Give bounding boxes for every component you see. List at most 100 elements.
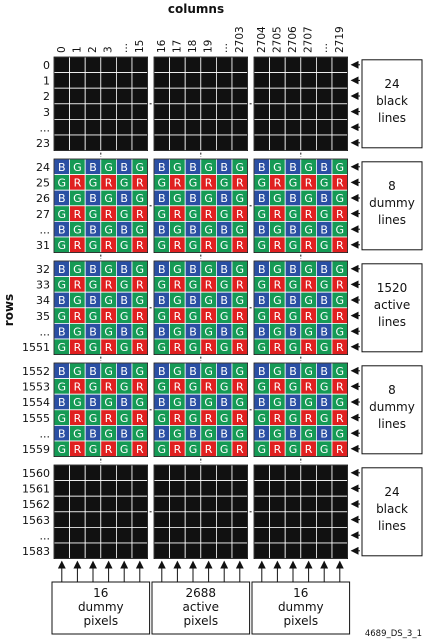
pixel-letter: R	[74, 310, 82, 323]
black-pixel	[300, 56, 317, 74]
pixel-letter: R	[74, 341, 82, 354]
black-pixel	[269, 464, 286, 482]
black-pixel	[300, 511, 317, 528]
pixel-letter: R	[74, 208, 82, 221]
pixel-letter: G	[58, 310, 67, 323]
pixel-letter: R	[136, 381, 144, 394]
black-pixel	[100, 527, 117, 544]
black-pixel	[315, 527, 333, 544]
column-label: ...	[118, 43, 130, 53]
black-pixel	[200, 480, 217, 497]
pixel-letter: G	[136, 223, 145, 236]
pixel-letter: G	[304, 365, 313, 378]
row-group-box	[361, 365, 423, 455]
black-pixel	[53, 542, 71, 560]
columns-title: columns	[168, 2, 224, 16]
black-pixel	[100, 495, 117, 513]
black-pixel	[116, 72, 133, 89]
black-pixel	[84, 464, 102, 482]
pixel-letter: B	[289, 396, 297, 409]
pixel-letter: B	[320, 325, 328, 338]
column-group-box	[151, 581, 251, 635]
pixel-letter: B	[189, 427, 197, 440]
row-label: 32	[36, 263, 50, 276]
block-frame	[53, 158, 148, 253]
black-pixel	[253, 495, 271, 513]
black-pixel	[215, 103, 233, 120]
black-pixel	[200, 527, 217, 544]
pixel-letter: G	[258, 381, 267, 394]
black-pixel-block	[153, 464, 249, 560]
row-label: 1559	[22, 443, 50, 456]
black-pixel	[184, 119, 202, 136]
pixel-letter: B	[89, 263, 97, 276]
column-group-label: dummy	[278, 600, 324, 614]
black-pixel	[253, 134, 271, 152]
column-group-label: pixels	[183, 614, 218, 628]
pixel-letter: G	[289, 208, 298, 221]
black-pixel	[184, 464, 202, 482]
pixel-letter: B	[258, 325, 266, 338]
black-pixel	[153, 527, 171, 544]
black-pixel	[300, 464, 317, 482]
pixel-letter: G	[304, 396, 313, 409]
pixel-letter: R	[274, 208, 282, 221]
pixel-letter: G	[173, 263, 182, 276]
block-frame	[253, 56, 348, 151]
pixel-letter: G	[58, 177, 67, 190]
pixel-letter: G	[120, 177, 129, 190]
black-pixel	[300, 495, 317, 513]
black-pixel	[315, 72, 333, 89]
black-pixel-block	[253, 464, 349, 560]
pixel-letter: B	[289, 427, 297, 440]
pixel-letter: G	[289, 239, 298, 252]
pixel-letter: B	[58, 325, 66, 338]
black-pixel	[315, 119, 333, 136]
black-pixel	[116, 87, 133, 105]
black-pixel	[69, 56, 86, 74]
pixel-letter: G	[104, 263, 113, 276]
pixel-letter: R	[205, 208, 213, 221]
pixel-letter: B	[158, 223, 166, 236]
black-pixel	[53, 464, 71, 482]
pixel-letter: B	[220, 325, 228, 338]
pixel-letter: B	[258, 192, 266, 205]
pixel-letter: G	[236, 427, 245, 440]
black-pixel	[200, 511, 217, 528]
black-pixel	[153, 542, 171, 560]
pixel-letter: R	[74, 239, 82, 252]
black-pixel	[300, 542, 317, 560]
pixel-letter: B	[89, 192, 97, 205]
pixel-letter: G	[320, 412, 329, 425]
row-group-box	[361, 161, 423, 251]
pixel-letter: G	[58, 279, 67, 292]
pixel-letter: G	[158, 443, 167, 456]
pixel-letter: G	[89, 381, 98, 394]
pixel-letter: R	[136, 310, 144, 323]
pixel-letter: G	[220, 279, 229, 292]
pixel-letter: B	[320, 365, 328, 378]
pixel-letter: B	[158, 294, 166, 307]
pixel-letter: R	[136, 208, 144, 221]
black-pixel	[131, 87, 149, 105]
row-label: 2	[43, 90, 50, 103]
black-pixel	[284, 119, 302, 136]
pixel-letter: G	[304, 325, 313, 338]
block-frame	[153, 464, 248, 559]
black-pixel	[69, 119, 86, 136]
black-pixel	[69, 480, 86, 497]
black-pixel	[231, 480, 249, 497]
black-pixel	[215, 134, 233, 152]
black-pixel	[315, 87, 333, 105]
pixel-letter: B	[258, 365, 266, 378]
black-pixel	[100, 56, 117, 74]
row-group-box	[361, 59, 423, 149]
pixel-letter: G	[336, 365, 345, 378]
pixel-letter: G	[189, 177, 198, 190]
row-group-label: lines	[378, 213, 406, 227]
black-pixel	[184, 511, 202, 528]
row-group-label: 24	[384, 77, 399, 91]
pixel-letter: R	[305, 310, 313, 323]
